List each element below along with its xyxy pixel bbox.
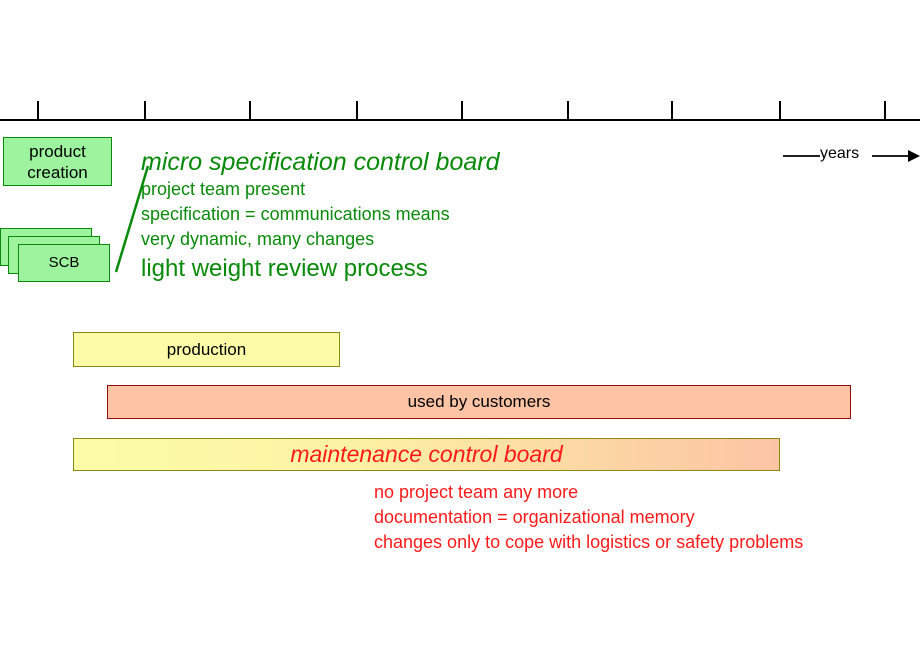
creation-notes-block: micro specification control board projec… — [141, 147, 500, 285]
production-bar[interactable]: production — [73, 332, 340, 367]
production-bar-label: production — [166, 339, 247, 359]
creation-notes-bullet-1: project team present — [141, 179, 306, 199]
maintenance-notes-line-2: documentation = organizational memory — [374, 507, 695, 527]
maintenance-notes-line-3: changes only to cope with logistics or s… — [374, 532, 804, 552]
product-creation-line2: creation — [27, 163, 88, 182]
creation-notes-bullet-3: very dynamic, many changes — [141, 229, 375, 249]
creation-notes-footer: light weight review process — [141, 255, 428, 282]
timeline-axis — [0, 101, 920, 121]
maintenance-control-board-bar[interactable]: maintenance control board — [73, 438, 780, 471]
years-axis-label: years — [820, 145, 860, 162]
product-creation-box[interactable]: product creation — [3, 137, 112, 186]
scb-connector-line — [114, 165, 150, 273]
used-by-customers-bar[interactable]: used by customers — [107, 385, 851, 419]
axis-tick-group — [37, 101, 886, 120]
years-arrow-icon — [783, 150, 920, 162]
maintenance-notes-block: no project team any more documentation =… — [374, 480, 803, 555]
used-by-customers-bar-label: used by customers — [407, 392, 551, 411]
creation-notes-heading: micro specification control board — [141, 148, 500, 176]
maintenance-control-board-label: maintenance control board — [290, 441, 563, 467]
creation-notes-bullet-2: specification = communications means — [141, 204, 450, 224]
scb-label: SCB — [48, 254, 80, 271]
product-creation-line1: product — [29, 142, 86, 161]
maintenance-notes-line-1: no project team any more — [374, 482, 579, 502]
scb-box[interactable]: SCB — [18, 244, 110, 282]
